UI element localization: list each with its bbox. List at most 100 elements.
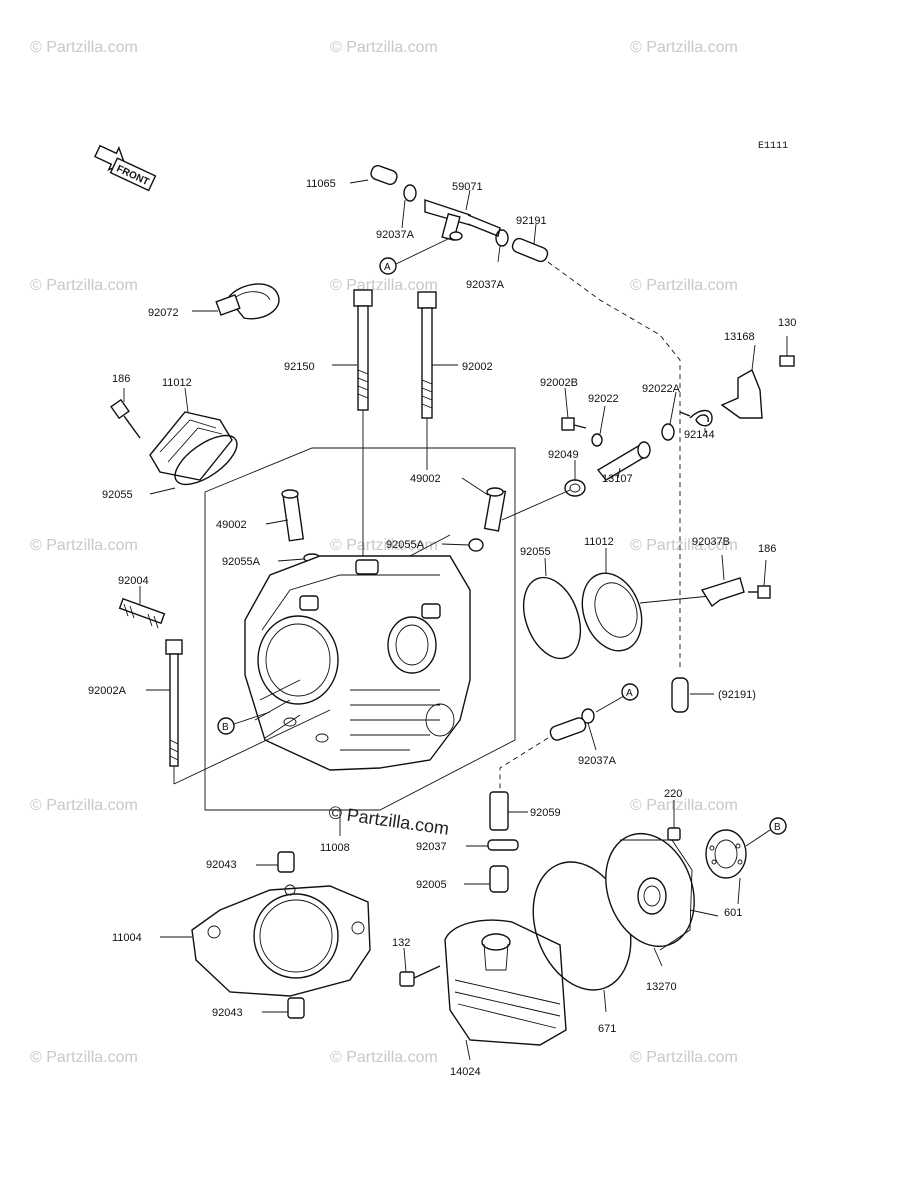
label-11008: 11008 xyxy=(320,842,350,854)
center-watermark: © Partzilla.com xyxy=(327,802,450,839)
label-186: 186 xyxy=(758,543,776,555)
label-59071: 59071 xyxy=(452,181,483,193)
watermark: © Partzilla.com xyxy=(630,39,738,56)
part-13168-lever xyxy=(720,344,763,419)
label-92072: 92072 xyxy=(148,307,179,319)
label-13270: 13270 xyxy=(646,981,677,993)
watermark: © Partzilla.com xyxy=(330,537,438,554)
label-92022: 92022 xyxy=(588,393,619,405)
part-92055a-oring xyxy=(441,538,484,552)
part-11004-gasket xyxy=(160,884,371,997)
part-130-bolt xyxy=(779,336,795,367)
label-92191: 92191 xyxy=(516,215,547,227)
label-13107: 13107 xyxy=(602,473,633,485)
label-92055: 92055 xyxy=(520,546,551,558)
label-92002b: 92002B xyxy=(540,377,578,389)
svg-text:B: B xyxy=(774,822,781,833)
diagram-code: E1111 xyxy=(758,141,788,152)
part-92037a-clamp xyxy=(581,695,625,751)
part-11065-sleeve xyxy=(349,164,398,186)
label-92037a: 92037A xyxy=(578,755,617,767)
part-11012-cover xyxy=(581,548,711,652)
part-92059-hose xyxy=(489,791,528,831)
part-13270-cover-plate xyxy=(605,832,719,967)
label-49002: 49002 xyxy=(410,473,441,485)
part-92037a-clamp xyxy=(401,184,417,229)
part-92191-hose-ref xyxy=(671,677,714,713)
part-49002-fitting xyxy=(461,477,571,532)
ref-b-circle: B xyxy=(217,711,271,735)
part-92049-seal xyxy=(564,460,586,497)
part-92072-clamp xyxy=(192,283,280,320)
part-92191-hose xyxy=(511,223,681,668)
part-132-bolt xyxy=(399,947,441,987)
label-92005: 92005 xyxy=(416,879,447,891)
label-130: 130 xyxy=(778,317,796,329)
label-92059: 92059 xyxy=(530,807,561,819)
label-92037: 92037 xyxy=(416,841,447,853)
part-92144-spring xyxy=(679,409,713,432)
watermark: © Partzilla.com xyxy=(630,1049,738,1066)
part-59071-tee xyxy=(424,189,501,242)
part-92022-washer xyxy=(591,405,606,447)
watermark: © Partzilla.com xyxy=(30,39,138,56)
part-92037a-clamp xyxy=(495,229,509,263)
label-92002: 92002 xyxy=(462,361,493,373)
label-92144: 92144 xyxy=(684,429,715,441)
label-92049: 92049 xyxy=(548,449,579,461)
label-92002a: 92002A xyxy=(88,685,127,697)
watermark: © Partzilla.com xyxy=(30,797,138,814)
part-186-bolt xyxy=(748,559,771,599)
label-186: 186 xyxy=(112,373,130,385)
label-92043: 92043 xyxy=(206,859,237,871)
label-92055a: 92055A xyxy=(222,556,261,568)
label-92037b: 92037B xyxy=(692,536,730,548)
label-11065: 11065 xyxy=(306,178,336,190)
ref-b-circle: B xyxy=(769,817,787,835)
part-14024-cover xyxy=(444,919,567,1061)
watermark: © Partzilla.com xyxy=(630,537,738,554)
part-11012-cover xyxy=(149,387,233,481)
watermark: © Partzilla.com xyxy=(630,797,738,814)
part-11008-cylinder-head xyxy=(244,534,471,836)
watermark: © Partzilla.com xyxy=(330,1049,438,1066)
assembly-outline xyxy=(204,447,516,811)
label-601: 601 xyxy=(724,907,742,919)
part-92002a-bolt xyxy=(146,639,183,784)
label-11012: 11012 xyxy=(162,377,192,389)
part-labels: 11065 59071 92037A 92191 92037A 92072 13… xyxy=(88,178,796,1078)
label-92055a: 92055A xyxy=(386,539,425,551)
part-92005-fitting xyxy=(464,865,509,893)
label-92150: 92150 xyxy=(284,361,315,373)
front-arrow-icon: FRONT xyxy=(94,144,157,192)
part-92004-stud xyxy=(118,586,166,629)
watermark: © Partzilla.com xyxy=(630,277,738,294)
part-92055-gasket xyxy=(522,557,582,660)
label-14024: 14024 xyxy=(450,1066,481,1078)
label-92004: 92004 xyxy=(118,575,149,587)
watermark: © Partzilla.com xyxy=(30,537,138,554)
part-92022a-washer xyxy=(661,391,677,441)
label-92022a: 92022A xyxy=(642,383,681,395)
part-92043-dowel xyxy=(262,997,305,1019)
label-92191-ref: (92191) xyxy=(718,689,756,701)
ref-a-circle: A xyxy=(621,683,639,701)
part-13107-shaft xyxy=(596,441,651,481)
label-13168: 13168 xyxy=(724,331,755,343)
svg-text:B: B xyxy=(222,722,229,733)
label-49002: 49002 xyxy=(216,519,247,531)
ref-a-circle: A xyxy=(379,237,451,275)
label-92037a: 92037A xyxy=(466,279,505,291)
part-92150-bolt xyxy=(332,289,373,560)
watermark: © Partzilla.com xyxy=(30,1049,138,1066)
label-11012: 11012 xyxy=(584,536,614,548)
label-11004: 11004 xyxy=(112,932,142,944)
part-hose-short xyxy=(499,717,587,790)
label-92043: 92043 xyxy=(212,1007,243,1019)
part-92002-bolt xyxy=(417,291,458,470)
part-220-bolt xyxy=(667,800,681,841)
part-92043-dowel xyxy=(256,851,295,873)
part-92037b-bracket xyxy=(700,554,745,608)
part-601-bearing xyxy=(705,829,771,905)
